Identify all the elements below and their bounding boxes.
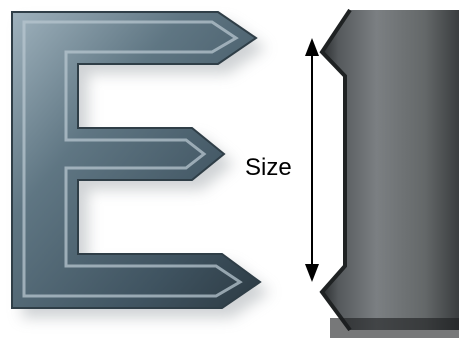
block-one-face xyxy=(322,10,459,330)
size-arrow-head-bottom xyxy=(305,264,319,282)
letter-e xyxy=(12,12,270,318)
size-arrow-head-top xyxy=(305,38,319,56)
size-arrow xyxy=(305,38,319,282)
size-label: Size xyxy=(245,156,292,180)
block-one xyxy=(322,10,459,338)
block-one-base-shadow xyxy=(330,318,459,338)
